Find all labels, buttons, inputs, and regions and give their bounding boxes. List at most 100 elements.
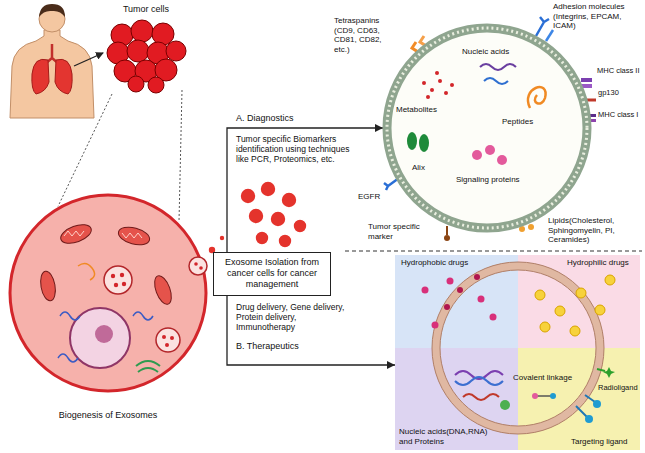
circle-shape [444, 304, 450, 310]
path-shape [122, 233, 142, 238]
polygon-shape [603, 367, 615, 378]
node-text: Metabolites [396, 105, 437, 115]
circle-shape [281, 192, 297, 208]
circle-shape [240, 188, 256, 204]
circle-shape [605, 275, 615, 285]
circle-shape [432, 322, 439, 329]
circle-shape [435, 71, 439, 75]
ellipse-shape [39, 270, 58, 302]
circle-shape [122, 282, 126, 286]
node-text: Hydrophobic drugs [401, 258, 468, 268]
ellipse-shape [419, 134, 429, 152]
path-shape [463, 394, 499, 400]
circle-shape [500, 400, 510, 410]
node-text: Biogenesis of Exosomes [8, 410, 208, 421]
annotation-label: gp130 [598, 88, 619, 97]
circle-shape [152, 23, 174, 45]
annotation-label: Drug delivery, Gene delivery, Protein de… [236, 302, 348, 333]
circle-shape [532, 393, 538, 399]
annotation-label: MHC class I [598, 110, 638, 119]
g-shape [535, 275, 615, 336]
circle-shape [248, 208, 264, 224]
path-shape [597, 369, 605, 371]
circle-shape [199, 266, 203, 270]
pointer-arrow [74, 53, 103, 66]
circle-shape [490, 314, 497, 321]
biogenesis-cell-shape [8, 188, 208, 433]
ellipse-shape [58, 221, 94, 247]
circle-shape [156, 328, 180, 352]
circle-shape [540, 322, 550, 332]
circle-shape [111, 274, 115, 278]
node-text: Radioligand [598, 383, 638, 392]
circle-shape [165, 343, 169, 347]
circle-shape [576, 288, 586, 298]
circle-shape [585, 415, 593, 423]
node-text: Signaling proteins [456, 175, 520, 185]
g-shape [444, 274, 480, 310]
circle-shape [127, 40, 149, 62]
circle-shape [120, 273, 124, 277]
circle-shape [260, 181, 276, 197]
circle-shape [478, 296, 485, 303]
exosome-diagram: Nucleic acidsMetabolitesPeptidesAlixSign… [382, 23, 592, 233]
circle-shape [189, 257, 207, 275]
tumor-cells-group: Tumor cells [104, 4, 188, 94]
node-text: Tumor cells [104, 4, 188, 15]
path-shape [60, 312, 80, 320]
path-shape [587, 99, 596, 102]
circle-shape [555, 306, 565, 316]
node-text: Alix [412, 163, 425, 173]
path-shape [455, 377, 503, 385]
circle-shape [550, 393, 556, 399]
circle-shape [170, 336, 174, 340]
g-shape [194, 262, 203, 270]
ellipse-shape [151, 274, 174, 307]
circle-shape [430, 88, 434, 92]
circle-shape [432, 262, 604, 434]
circle-shape [166, 41, 186, 61]
annotation-label: Tumor specific Biomarkers identification… [236, 134, 358, 165]
circle-shape [114, 283, 118, 287]
membrane-molecules [384, 17, 596, 241]
circle-shape [148, 77, 164, 93]
zoom-line [179, 90, 182, 222]
path-shape [32, 59, 49, 94]
annotation-label: Tumor specific marker [368, 222, 424, 241]
circle-shape [387, 28, 587, 228]
process-box: Exosome Isolation from cancer cells for … [213, 252, 331, 296]
path-shape [484, 78, 508, 84]
circle-shape [128, 76, 144, 92]
rect-shape [590, 114, 596, 117]
g-shape [58, 312, 153, 362]
node-text: Nucleic acids(DNA,RNA) and Proteins [399, 427, 491, 446]
node-text: Hydrophilic drugs [567, 258, 629, 268]
circle-shape [447, 278, 454, 285]
tumor-cluster-art [107, 20, 186, 93]
patient-figure [10, 4, 94, 118]
annotation-label: MHC class II [597, 66, 640, 75]
circle-shape [535, 290, 545, 300]
circle-shape [422, 81, 426, 85]
therapeutics-panel: Hydrophobic drugs Hydrophilic drugsNuclei… [395, 255, 640, 450]
node-text: Covalent linkage [513, 373, 572, 383]
circle-shape [497, 155, 507, 165]
circle-shape [131, 20, 153, 42]
circle-shape [444, 235, 450, 241]
annotation-label: B. Therapeutics [236, 341, 299, 352]
circle-shape [387, 28, 587, 228]
circle-shape [474, 274, 480, 280]
circle-shape [593, 400, 601, 408]
circle-shape [595, 305, 605, 315]
g-shape [422, 278, 497, 329]
circle-shape [270, 211, 286, 227]
path-shape [58, 354, 78, 362]
flow-arrow [227, 296, 395, 365]
section-divider [345, 251, 642, 252]
circle-shape [450, 83, 454, 87]
path-shape [446, 226, 448, 235]
path-shape [138, 368, 158, 372]
circle-shape [444, 91, 448, 95]
circle-shape [570, 326, 580, 336]
